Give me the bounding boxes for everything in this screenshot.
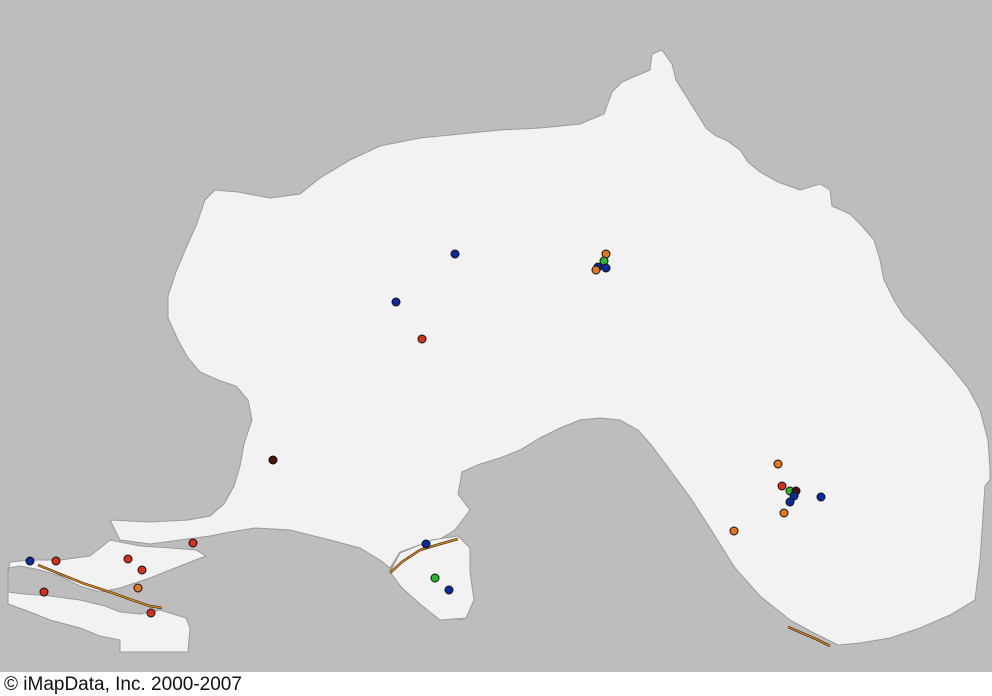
main-region [109,49,991,646]
route-west-highlight [37,564,163,609]
map-marker-dark-brown[interactable] [268,455,278,465]
map-marker-red[interactable] [777,481,787,491]
map-marker-orange[interactable] [729,526,739,536]
map-marker-red[interactable] [417,334,427,344]
map-marker-blue[interactable] [601,263,611,273]
map-marker-blue[interactable] [816,492,826,502]
map-marker-orange[interactable] [133,583,143,593]
markers-layer [25,249,826,618]
map-marker-green[interactable] [430,573,440,583]
route-southeast-highlight [787,626,831,647]
route-south-highlight [389,538,459,574]
west-tail [7,539,208,653]
map-marker-red[interactable] [146,608,156,618]
map-marker-orange[interactable] [591,265,601,275]
map-marker-red[interactable] [123,554,133,564]
map-marker-red[interactable] [39,587,49,597]
map-marker-blue[interactable] [421,539,431,549]
map-marker-blue[interactable] [25,556,35,566]
map-marker-red[interactable] [188,538,198,548]
map-marker-blue[interactable] [785,497,795,507]
map-marker-blue[interactable] [450,249,460,259]
copyright-notice: © iMapData, Inc. 2000-2007 [2,673,246,696]
map-marker-red[interactable] [137,565,147,575]
map-marker-red[interactable] [51,556,61,566]
map-marker-blue[interactable] [391,297,401,307]
map-marker-blue[interactable] [444,585,454,595]
map-marker-orange[interactable] [773,459,783,469]
map-marker-orange[interactable] [779,508,789,518]
